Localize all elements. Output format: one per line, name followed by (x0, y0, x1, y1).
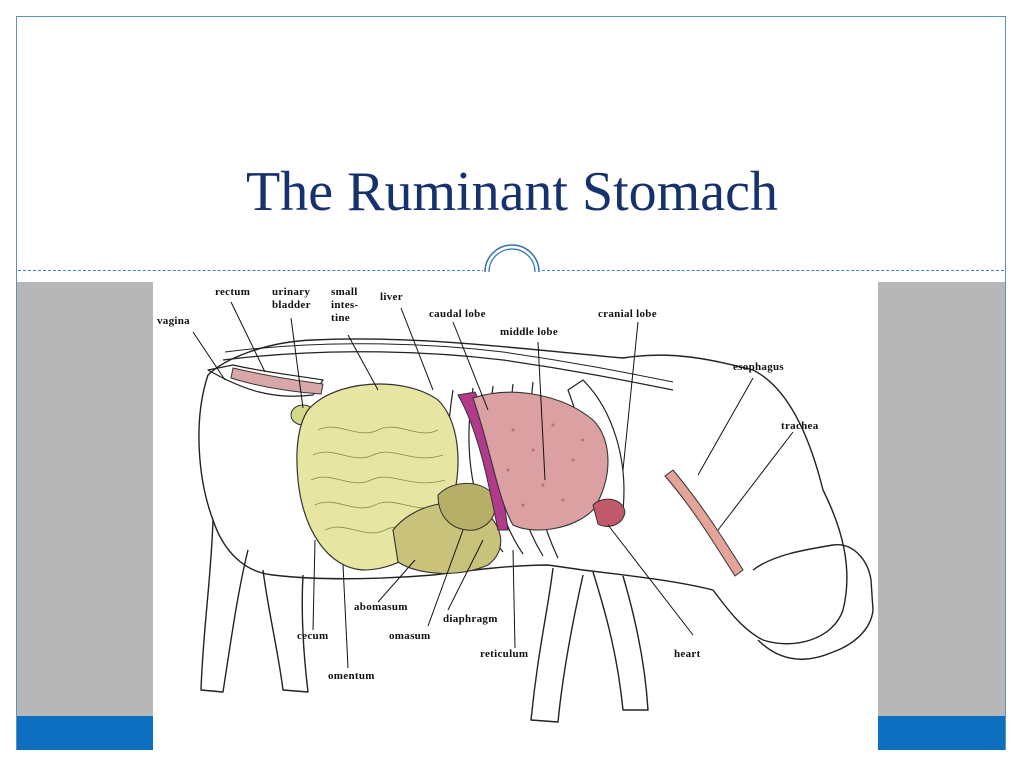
label-reticulum: reticulum (480, 648, 529, 660)
label-vagina: vagina (157, 315, 190, 327)
label-trachea: trachea (781, 420, 819, 432)
label-liver: liver (380, 291, 403, 303)
label-esophagus: esophagus (733, 361, 784, 373)
label-cecum: cecum (297, 630, 329, 642)
cow-body-outline (198, 338, 848, 645)
label-caudal-lobe: caudal lobe (429, 308, 486, 320)
label-small-intestine: small intes- tine (331, 286, 359, 324)
cow-anatomy-diagram: rectum urinary bladder small intes- tine… (153, 280, 878, 750)
lung-organ (472, 391, 609, 531)
label-rectum: rectum (215, 286, 251, 298)
omasum-organ (437, 482, 496, 531)
label-urinary-bladder: urinary bladder (272, 286, 311, 311)
label-middle-lobe: middle lobe (500, 326, 558, 338)
rear-leg-outline (200, 519, 249, 693)
front-leg-outline (530, 567, 584, 723)
cow-anatomy-drawing (192, 301, 874, 723)
label-abomasum: abomasum (354, 601, 408, 613)
label-diaphragm: diaphragm (443, 613, 498, 625)
rectum-organ (230, 367, 324, 395)
label-omentum: omentum (328, 670, 375, 682)
heart-organ (592, 498, 626, 527)
label-cranial-lobe: cranial lobe (598, 308, 657, 320)
label-omasum: omasum (389, 630, 431, 642)
trachea-organ (664, 469, 744, 577)
label-heart: heart (674, 648, 701, 660)
head-outline (752, 544, 874, 660)
slide-title: The Ruminant Stomach (246, 161, 778, 223)
